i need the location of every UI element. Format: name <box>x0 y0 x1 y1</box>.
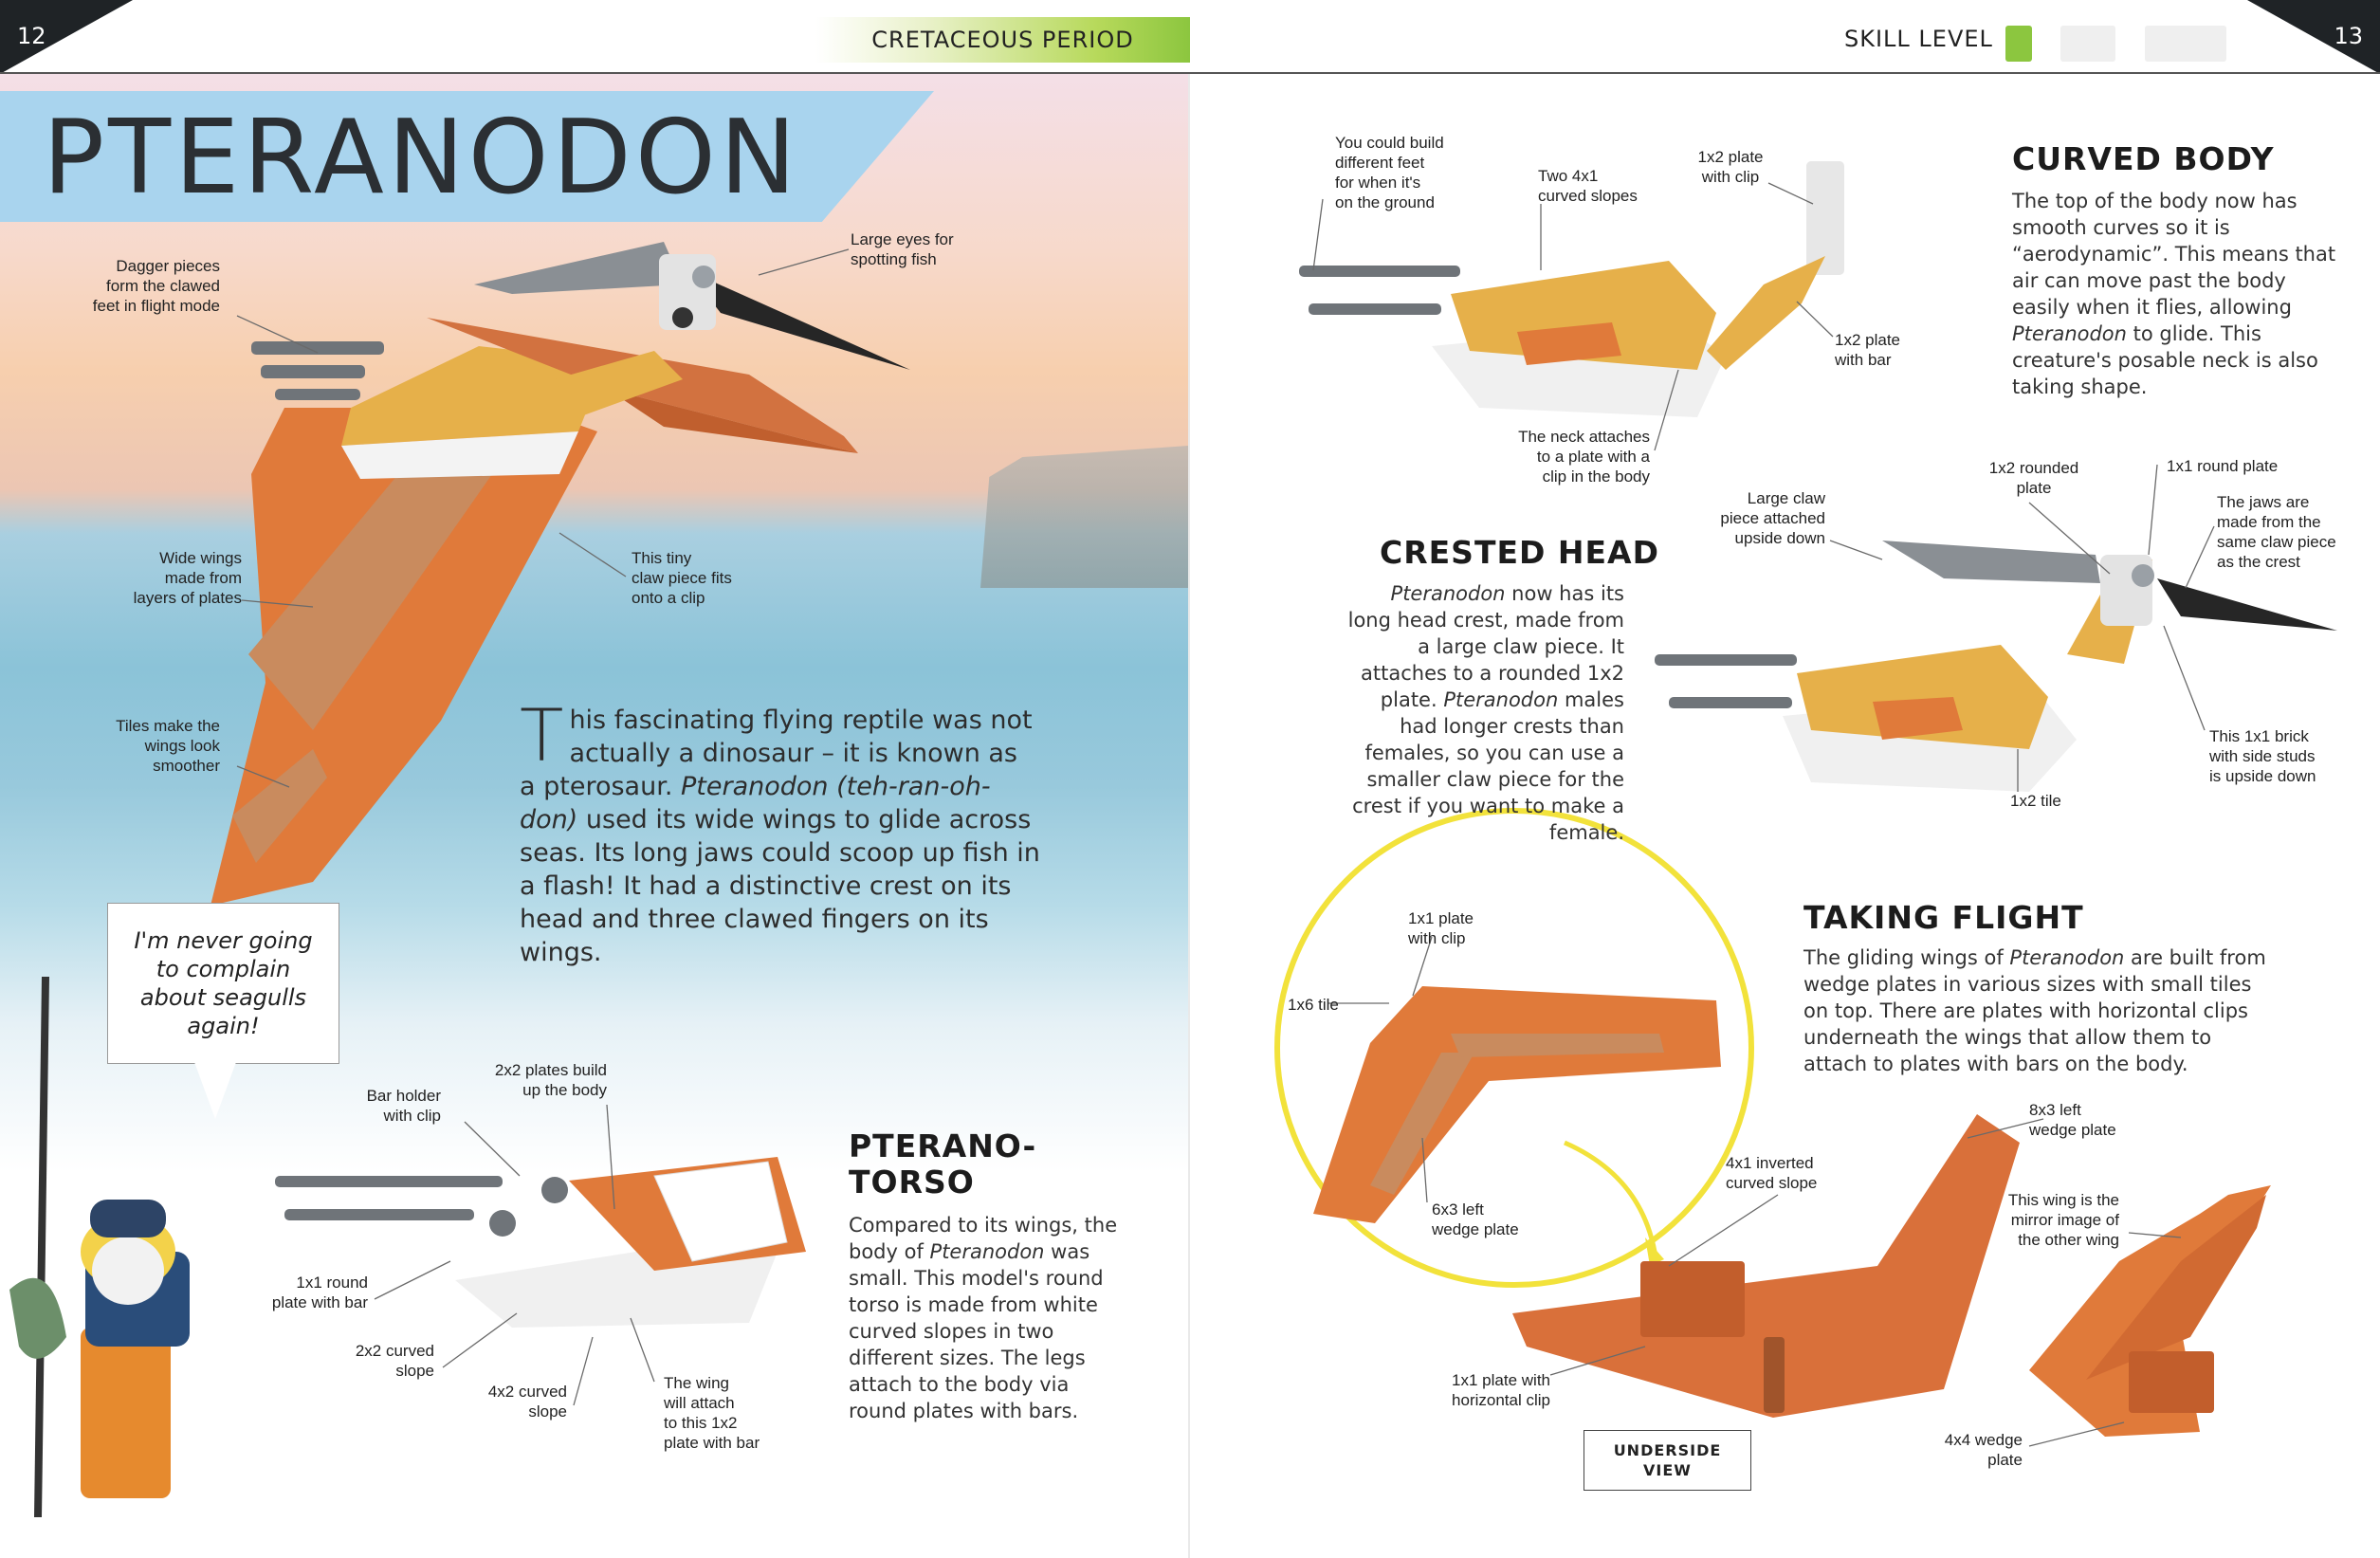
callout-6x3-wedge: 6x3 left wedge plate <box>1432 1201 1519 1238</box>
callout-wing-attach: The wing will attach to this 1x2 plate w… <box>664 1374 760 1452</box>
header-rule <box>0 72 2380 74</box>
callout-bar-holder: Bar holder with clip <box>366 1087 441 1125</box>
wing-model-mirror <box>2029 1185 2271 1437</box>
heading-pterano-torso: PTERANO- TORSO <box>849 1127 1037 1201</box>
crested-italic-2: Pteranodon <box>1443 688 1559 711</box>
underside-view-label: UNDERSIDE VIEW <box>1584 1430 1751 1491</box>
callout-plate-with-clip: 1x1 plate with clip <box>1408 909 1474 947</box>
callout-jaws: The jaws are made from the same claw pie… <box>2217 493 2336 571</box>
crested-text-2: males had longer crests than females, so… <box>1352 688 1624 844</box>
callout-leader-lines <box>236 182 2215 1447</box>
header-corner-right <box>2247 0 2380 74</box>
callout-tile: 1x2 tile <box>2010 792 2061 810</box>
callout-2x2-curved: 2x2 curved slope <box>355 1342 434 1380</box>
curved-body-model <box>1299 161 1844 417</box>
crested-text-1: now has its long head crest, made from a… <box>1347 582 1624 711</box>
callout-large-claw: Large claw piece attached upside down <box>1720 489 1825 547</box>
callout-1x6-tile: 1x6 tile <box>1288 996 1339 1014</box>
speech-bubble: I'm never going to complain about seagul… <box>107 903 339 1064</box>
heading-crested-head: CRESTED HEAD <box>1380 534 1659 571</box>
page-title: PTERANODON <box>43 99 800 217</box>
skill-brick-2 <box>2060 26 2115 62</box>
callout-2x2-plates: 2x2 plates build up the body <box>494 1061 607 1099</box>
intro-dropcap: T <box>520 693 564 778</box>
curved-body-text-2: to glide. This creature's posable neck i… <box>2012 322 2318 398</box>
sea-cliff <box>979 446 1188 588</box>
callout-wide-wings: Wide wings made from layers of plates <box>133 549 242 607</box>
page-number-right: 13 <box>2334 23 2363 49</box>
crested-head-model <box>1655 541 2337 792</box>
header-corner-left <box>0 0 133 74</box>
callout-4x4-wedge: 4x4 wedge plate <box>1944 1431 2023 1469</box>
callout-8x3-wedge: 8x3 left wedge plate <box>2029 1101 2116 1139</box>
callout-mirror-wing: This wing is the mirror image of the oth… <box>2007 1191 2119 1249</box>
callout-rounded-plate: 1x2 rounded plate <box>1988 459 2079 497</box>
callout-round-plate: 1x1 round plate <box>2167 457 2279 475</box>
flight-text-1: The gliding wings of <box>1803 946 2010 969</box>
callout-tiny-claw: This tiny claw piece fits onto a clip <box>632 549 732 607</box>
hero-pteranodon-model <box>211 242 910 906</box>
page-number-left: 12 <box>17 23 46 49</box>
wing-model-underside <box>1512 1114 2020 1418</box>
flight-text-2: are built from wedge plates in various s… <box>1803 946 2266 1075</box>
skill-brick-3 <box>2145 26 2226 62</box>
curved-body-italic: Pteranodon <box>2012 322 2127 345</box>
callout-tiles: Tiles make the wings look smoother <box>116 717 220 775</box>
intro-text-1: his fascinating flying reptile was not a… <box>520 706 1033 801</box>
callout-neck: The neck attaches to a plate with a clip… <box>1518 428 1650 486</box>
torso-body-2: was small. This model's round torso is m… <box>849 1240 1104 1422</box>
callout-side-studs: This 1x1 brick with side studs is upside… <box>2209 727 2316 785</box>
crested-italic-1: Pteranodon <box>1390 582 1506 605</box>
callout-plate-clip: 1x2 plate with clip <box>1697 148 1764 186</box>
speech-text: I'm never going to complain about seagul… <box>134 927 313 1039</box>
torso-model <box>275 1157 806 1328</box>
curved-body-text: The top of the body now has smooth curve… <box>2012 188 2339 400</box>
callout-horizontal-clip: 1x1 plate with horizontal clip <box>1452 1371 1550 1409</box>
callout-round-plate-bar: 1x1 round plate with bar <box>271 1274 368 1311</box>
callout-curved-slopes: Two 4x1 curved slopes <box>1538 167 1638 205</box>
intro-text-2: used its wide wings to glide across seas… <box>520 805 1040 967</box>
intro-italic: Pteranodon (teh-ran-oh-don) <box>520 772 991 834</box>
wing-model-top <box>1274 808 1754 1288</box>
callout-4x2-curved: 4x2 curved slope <box>487 1383 567 1421</box>
crested-head-text: Pteranodon now has its long head crest, … <box>1346 580 1624 846</box>
period-tag: CRETACEOUS PERIOD <box>815 17 1190 63</box>
page-gutter <box>1188 74 1190 1558</box>
torso-body-italic: Pteranodon <box>929 1240 1045 1263</box>
skill-level-label: SKILL LEVEL <box>1844 26 1993 52</box>
heading-curved-body: CURVED BODY <box>2012 140 2275 177</box>
speech-bubble-tail <box>194 1062 236 1119</box>
lego-fisherman <box>9 976 190 1518</box>
torso-body: Compared to its wings, the body of Ptera… <box>849 1212 1124 1424</box>
underside-view-text: UNDERSIDE VIEW <box>1613 1441 1722 1479</box>
title-band <box>0 91 934 222</box>
skill-brick-1 <box>2005 26 2032 62</box>
callout-dagger-feet: Dagger pieces form the clawed feet in fl… <box>92 257 220 315</box>
callout-large-eyes: Large eyes for spotting fish <box>851 230 954 268</box>
callout-plate-bar: 1x2 plate with bar <box>1835 331 1900 369</box>
taking-flight-text: The gliding wings of Pteranodon are buil… <box>1803 944 2268 1077</box>
heading-taking-flight: TAKING FLIGHT <box>1803 899 2084 936</box>
callout-inverted-slope: 4x1 inverted curved slope <box>1726 1154 1818 1192</box>
flight-italic: Pteranodon <box>2009 946 2125 969</box>
callout-different-feet: You could build different feet for when … <box>1335 134 1444 211</box>
torso-body-1: Compared to its wings, the body of <box>849 1214 1118 1263</box>
curved-body-text-1: The top of the body now has smooth curve… <box>2012 190 2336 319</box>
